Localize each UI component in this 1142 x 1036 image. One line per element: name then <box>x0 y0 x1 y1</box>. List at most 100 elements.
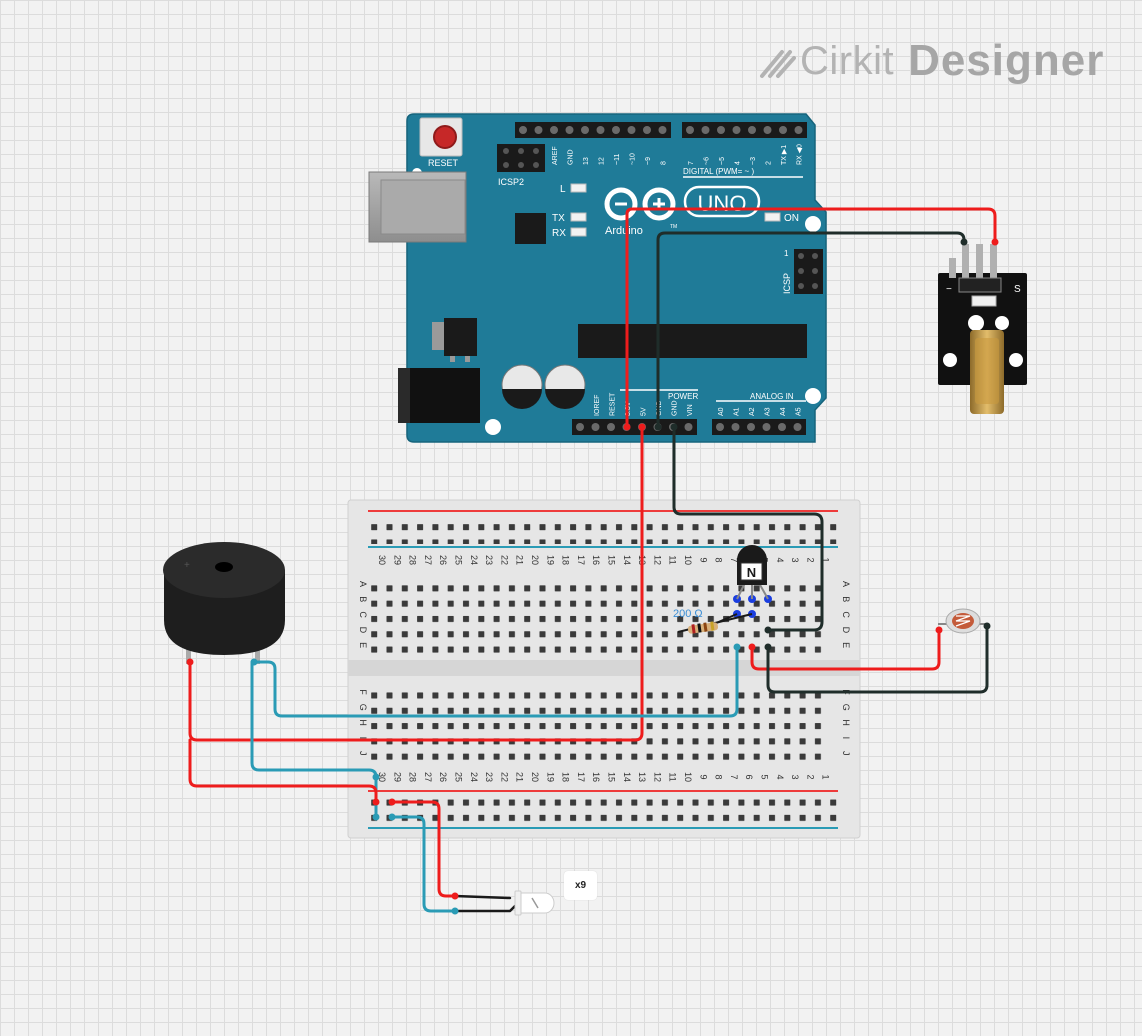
header-pin[interactable] <box>748 126 756 134</box>
column-number: 27 <box>423 555 433 565</box>
header-pin[interactable] <box>793 423 802 431</box>
header-pin[interactable] <box>762 423 771 431</box>
header-pin[interactable] <box>778 423 786 431</box>
bottom-terminal-strip[interactable] <box>368 685 828 762</box>
header-pin[interactable] <box>686 126 694 134</box>
npn-transistor[interactable]: N <box>733 545 772 618</box>
wire-gnd-transistor[interactable] <box>672 425 824 632</box>
pin-label: 4 <box>735 161 742 165</box>
header-pin[interactable] <box>643 126 651 134</box>
laser-module[interactable]: − S <box>938 244 1027 414</box>
wire-rail-vcc[interactable] <box>188 738 378 804</box>
digital-header-right[interactable] <box>682 122 807 138</box>
header-pin[interactable] <box>550 126 558 134</box>
header-pin[interactable] <box>701 126 710 134</box>
pin-label: VIN <box>687 404 694 416</box>
pin-label: ~5 <box>719 157 726 165</box>
column-number: 14 <box>622 772 632 782</box>
column-number: 1 <box>821 774 831 779</box>
header-pin[interactable] <box>732 126 741 134</box>
l-led-label: L <box>560 184 566 195</box>
column-number: 29 <box>392 772 402 782</box>
wire-buzzer-signal[interactable] <box>252 645 739 718</box>
top-power-rail[interactable] <box>368 516 843 544</box>
atmega-chip <box>578 324 807 358</box>
row-letter: H <box>841 719 851 726</box>
header-pin[interactable] <box>747 423 755 431</box>
capacitor <box>544 364 586 409</box>
column-number: 28 <box>408 772 418 782</box>
pin-label: A3 <box>765 407 772 416</box>
row-letter: C <box>358 611 368 618</box>
header-pin[interactable] <box>591 423 600 431</box>
header-pin[interactable] <box>519 126 527 134</box>
pin-label: A2 <box>749 407 756 416</box>
wire-led-vcc[interactable] <box>390 800 457 898</box>
wire-laser-gnd[interactable] <box>656 231 966 429</box>
column-number: 30 <box>377 772 387 782</box>
wire-endpoints <box>186 238 999 915</box>
top-terminal-strip[interactable] <box>368 577 828 654</box>
column-number: 6 <box>744 774 754 779</box>
column-number: 4 <box>775 774 785 779</box>
row-letter: J <box>841 751 851 756</box>
header-pin[interactable] <box>596 126 605 134</box>
column-number: 17 <box>576 772 586 782</box>
wires[interactable] <box>188 207 997 913</box>
led[interactable] <box>514 890 555 916</box>
column-number: 5 <box>760 774 770 779</box>
header-pin[interactable] <box>581 126 589 134</box>
wire-ldr-gnd[interactable] <box>766 624 989 694</box>
resistor[interactable] <box>677 613 753 634</box>
power-header[interactable] <box>572 419 697 435</box>
mount-hole <box>805 216 821 232</box>
digital-header-left[interactable] <box>515 122 671 138</box>
header-pin[interactable] <box>731 423 740 431</box>
header-pin[interactable] <box>565 126 574 134</box>
capacitor <box>501 364 543 409</box>
laser-pin-minus-label: − <box>946 284 952 295</box>
laser-resistor <box>971 295 997 307</box>
column-number: 23 <box>484 555 494 565</box>
column-number: 11 <box>668 555 678 564</box>
piezo-buzzer[interactable]: + <box>163 542 285 664</box>
header-pin[interactable] <box>716 423 724 431</box>
rx-led-label: RX <box>552 228 566 239</box>
header-pin[interactable] <box>684 423 693 431</box>
reset-button[interactable] <box>419 117 463 157</box>
wire-ldr-vcc[interactable] <box>750 628 941 671</box>
column-number: 13 <box>637 772 647 782</box>
column-number: 17 <box>576 555 586 565</box>
photoresistor[interactable] <box>938 608 987 634</box>
on-led <box>764 212 781 222</box>
header-pin[interactable] <box>658 126 667 134</box>
logo-brand: Cirkit <box>800 38 895 83</box>
header-pin[interactable] <box>627 126 636 134</box>
header-pin[interactable] <box>763 126 772 134</box>
column-number: 8 <box>714 774 724 779</box>
row-letter: C <box>841 611 851 618</box>
cirkit-logo-icon <box>760 50 796 78</box>
header-pin[interactable] <box>717 126 725 134</box>
wire-led-gnd[interactable] <box>390 815 457 913</box>
pin-label: A0 <box>718 407 725 416</box>
header-pin[interactable] <box>534 126 543 134</box>
digital-label: DIGITAL (PWM= ~ ) <box>683 167 754 176</box>
column-number: 16 <box>591 772 601 782</box>
icsp2-label: ICSP2 <box>498 177 524 187</box>
header-pin[interactable] <box>612 126 620 134</box>
header-pin[interactable] <box>576 423 584 431</box>
wire-5v-buzzer[interactable] <box>188 425 644 742</box>
header-pin[interactable] <box>607 423 615 431</box>
column-number: 15 <box>607 772 617 782</box>
header-pin[interactable] <box>794 126 803 134</box>
header-pin[interactable] <box>779 126 787 134</box>
analog-header[interactable] <box>712 419 806 435</box>
wire-laser-vcc[interactable] <box>625 207 997 429</box>
column-number: 25 <box>454 555 464 565</box>
column-number: 12 <box>652 772 662 782</box>
bottom-power-rail[interactable] <box>368 796 843 824</box>
